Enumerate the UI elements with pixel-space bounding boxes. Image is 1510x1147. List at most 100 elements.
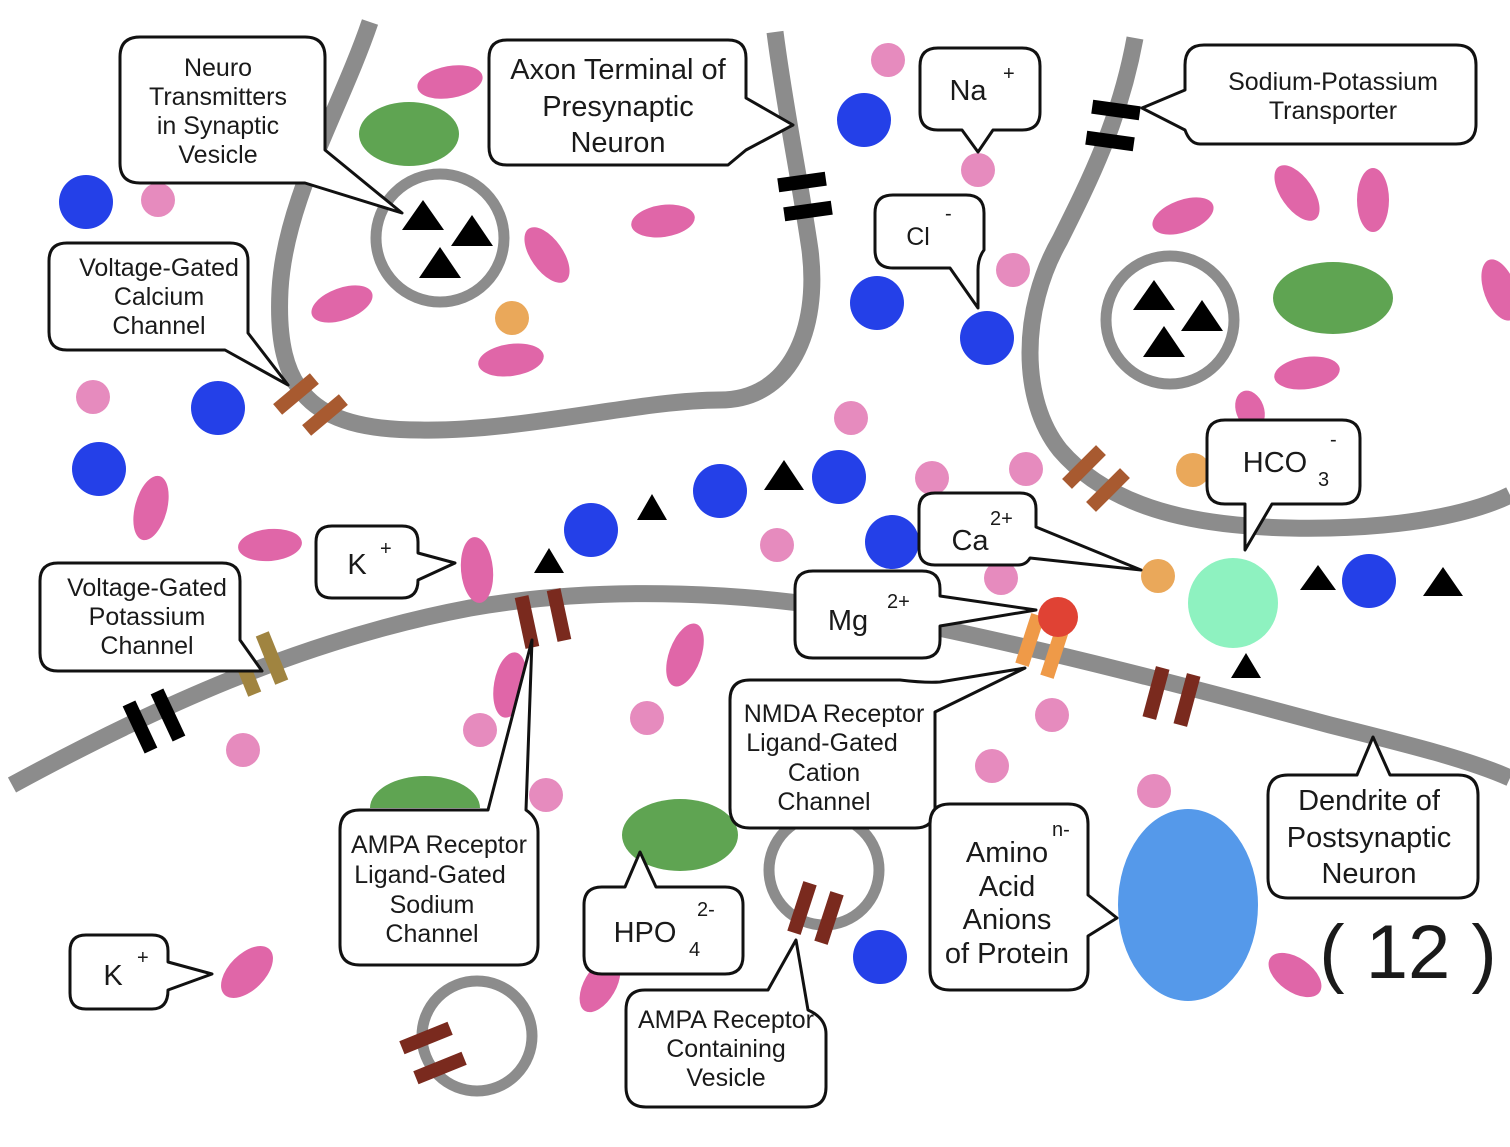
- free-neurotransmitters: [534, 460, 1463, 678]
- svg-text:Cl: Cl: [906, 223, 930, 251]
- callout-text: Postsynaptic: [1287, 822, 1451, 854]
- svg-text:Channel: Channel: [777, 788, 870, 816]
- svg-text:Ligand-Gated: Ligand-Gated: [354, 861, 506, 889]
- ion-symbol: K: [347, 549, 367, 581]
- potassium-ion: [460, 537, 494, 603]
- bicarbonate-ion: [1188, 558, 1278, 648]
- synaptic-vesicle-left: [370, 168, 510, 308]
- svg-text:HPO: HPO: [614, 917, 677, 949]
- phosphate-ion: [622, 799, 738, 871]
- synaptic-vesicle-right: [1100, 250, 1240, 390]
- callout-text: of Protein: [945, 938, 1069, 970]
- neurotransmitter-icon: [637, 494, 667, 520]
- svg-text:Presynaptic: Presynaptic: [542, 91, 694, 123]
- potassium-ion: [478, 343, 544, 377]
- callout-text: Sodium-Potassium: [1228, 68, 1438, 96]
- potassium-ion: [1274, 356, 1340, 390]
- sodium-ion: [834, 401, 868, 435]
- calcium-ions: [495, 301, 1210, 593]
- svg-text:Calcium: Calcium: [114, 283, 204, 311]
- sodium-potassium-transporter-upper-left: [777, 171, 833, 222]
- svg-text:K: K: [347, 549, 367, 581]
- potassium-ion: [238, 528, 302, 562]
- svg-text:of Protein: of Protein: [945, 938, 1069, 970]
- callout-axon-terminal: Axon Terminal of Presynaptic Neuron: [487, 38, 795, 167]
- potassium-ion: [1481, 259, 1510, 321]
- ion-charge: n-: [1052, 819, 1070, 841]
- magnesium-ion-blocking-nmda: [1038, 597, 1078, 637]
- callout-text: Calcium: [114, 283, 204, 311]
- chloride-ion: [564, 503, 618, 557]
- phosphate-ion: [1273, 262, 1393, 334]
- chloride-ion: [850, 276, 904, 330]
- calcium-ion: [495, 301, 529, 335]
- ion-charge: +: [1003, 63, 1015, 85]
- ion-symbol: Ca: [951, 525, 989, 557]
- neurotransmitter-icon: [451, 215, 493, 246]
- chloride-ion: [960, 311, 1014, 365]
- callout-phosphate-ion: HPO 4 2-: [582, 850, 745, 976]
- callout-ampa-containing-vesicle: AMPA Receptor Containing Vesicle: [624, 938, 828, 1109]
- callout-text: Anions: [963, 904, 1052, 936]
- potassium-ion: [311, 285, 373, 323]
- svg-text:Voltage-Gated: Voltage-Gated: [67, 574, 227, 602]
- svg-text:Mg: Mg: [828, 605, 868, 637]
- chloride-ion: [693, 464, 747, 518]
- callout-text: Axon Terminal of: [510, 54, 726, 86]
- callout-text: Amino: [966, 837, 1048, 869]
- svg-text:Cation: Cation: [788, 759, 860, 787]
- ion-subscript: 4: [689, 939, 700, 961]
- svg-text:Containing: Containing: [666, 1035, 786, 1063]
- ion-charge: -: [945, 203, 952, 225]
- chloride-ion: [59, 175, 113, 229]
- svg-text:+: +: [380, 538, 392, 560]
- sodium-ion: [141, 183, 175, 217]
- callout-text: Cation: [788, 759, 860, 787]
- sodium-ion: [975, 749, 1009, 783]
- potassium-ion: [417, 65, 483, 99]
- protein-anion: [1118, 809, 1258, 1001]
- sodium-ion: [996, 253, 1030, 287]
- svg-text:Vesicle: Vesicle: [178, 141, 257, 169]
- callout-text: Voltage-Gated: [79, 254, 239, 282]
- presynaptic-terminal-right-membrane: [1021, 36, 1510, 537]
- svg-text:Neuron: Neuron: [1321, 858, 1416, 890]
- callout-text: Channel: [100, 632, 193, 660]
- potassium-ion: [1268, 952, 1322, 998]
- svg-text:Sodium-Potassium: Sodium-Potassium: [1228, 68, 1438, 96]
- calcium-ion: [1176, 453, 1210, 487]
- ion-charge: 2+: [990, 508, 1013, 530]
- callout-ampa-receptor: AMPA Receptor Ligand-Gated Sodium Channe…: [338, 638, 540, 967]
- svg-text:in Synaptic: in Synaptic: [157, 112, 279, 140]
- voltage-gated-calcium-channel-left: [273, 373, 348, 436]
- callout-text: Transporter: [1269, 97, 1397, 125]
- svg-text:Na: Na: [949, 75, 987, 107]
- ion-symbol: HPO: [614, 917, 677, 949]
- callout-protein-anions: Amino Acid Anions of Protein n-: [928, 802, 1119, 992]
- callout-nmda-receptor: NMDA Receptor Ligand-Gated Cation Channe…: [728, 666, 1027, 830]
- ampa-containing-vesicle-center: [763, 809, 885, 931]
- ion-charge: +: [380, 538, 392, 560]
- potassium-ion: [1152, 197, 1214, 235]
- callout-text: Presynaptic: [542, 91, 694, 123]
- svg-text:Channel: Channel: [100, 632, 193, 660]
- callout-text: Ligand-Gated: [746, 729, 898, 757]
- callout-text: Sodium: [390, 891, 475, 919]
- chloride-ion: [1342, 554, 1396, 608]
- svg-text:2-: 2-: [697, 899, 715, 921]
- svg-text:Vesicle: Vesicle: [686, 1064, 765, 1092]
- sodium-ion: [1035, 698, 1069, 732]
- svg-text:n-: n-: [1052, 819, 1070, 841]
- sodium-ion: [463, 713, 497, 747]
- voltage-gated-calcium-channel-right: [1062, 445, 1130, 512]
- callout-text: Containing: [666, 1035, 786, 1063]
- svg-text:Ligand-Gated: Ligand-Gated: [746, 729, 898, 757]
- callout-text: Neuron: [1321, 858, 1416, 890]
- chloride-ion: [853, 930, 907, 984]
- chloride-ions: [59, 93, 1396, 984]
- svg-text:4: 4: [689, 939, 700, 961]
- sodium-ion: [1009, 452, 1043, 486]
- neurotransmitter-group-right: [1133, 280, 1223, 357]
- svg-text:Channel: Channel: [112, 312, 205, 340]
